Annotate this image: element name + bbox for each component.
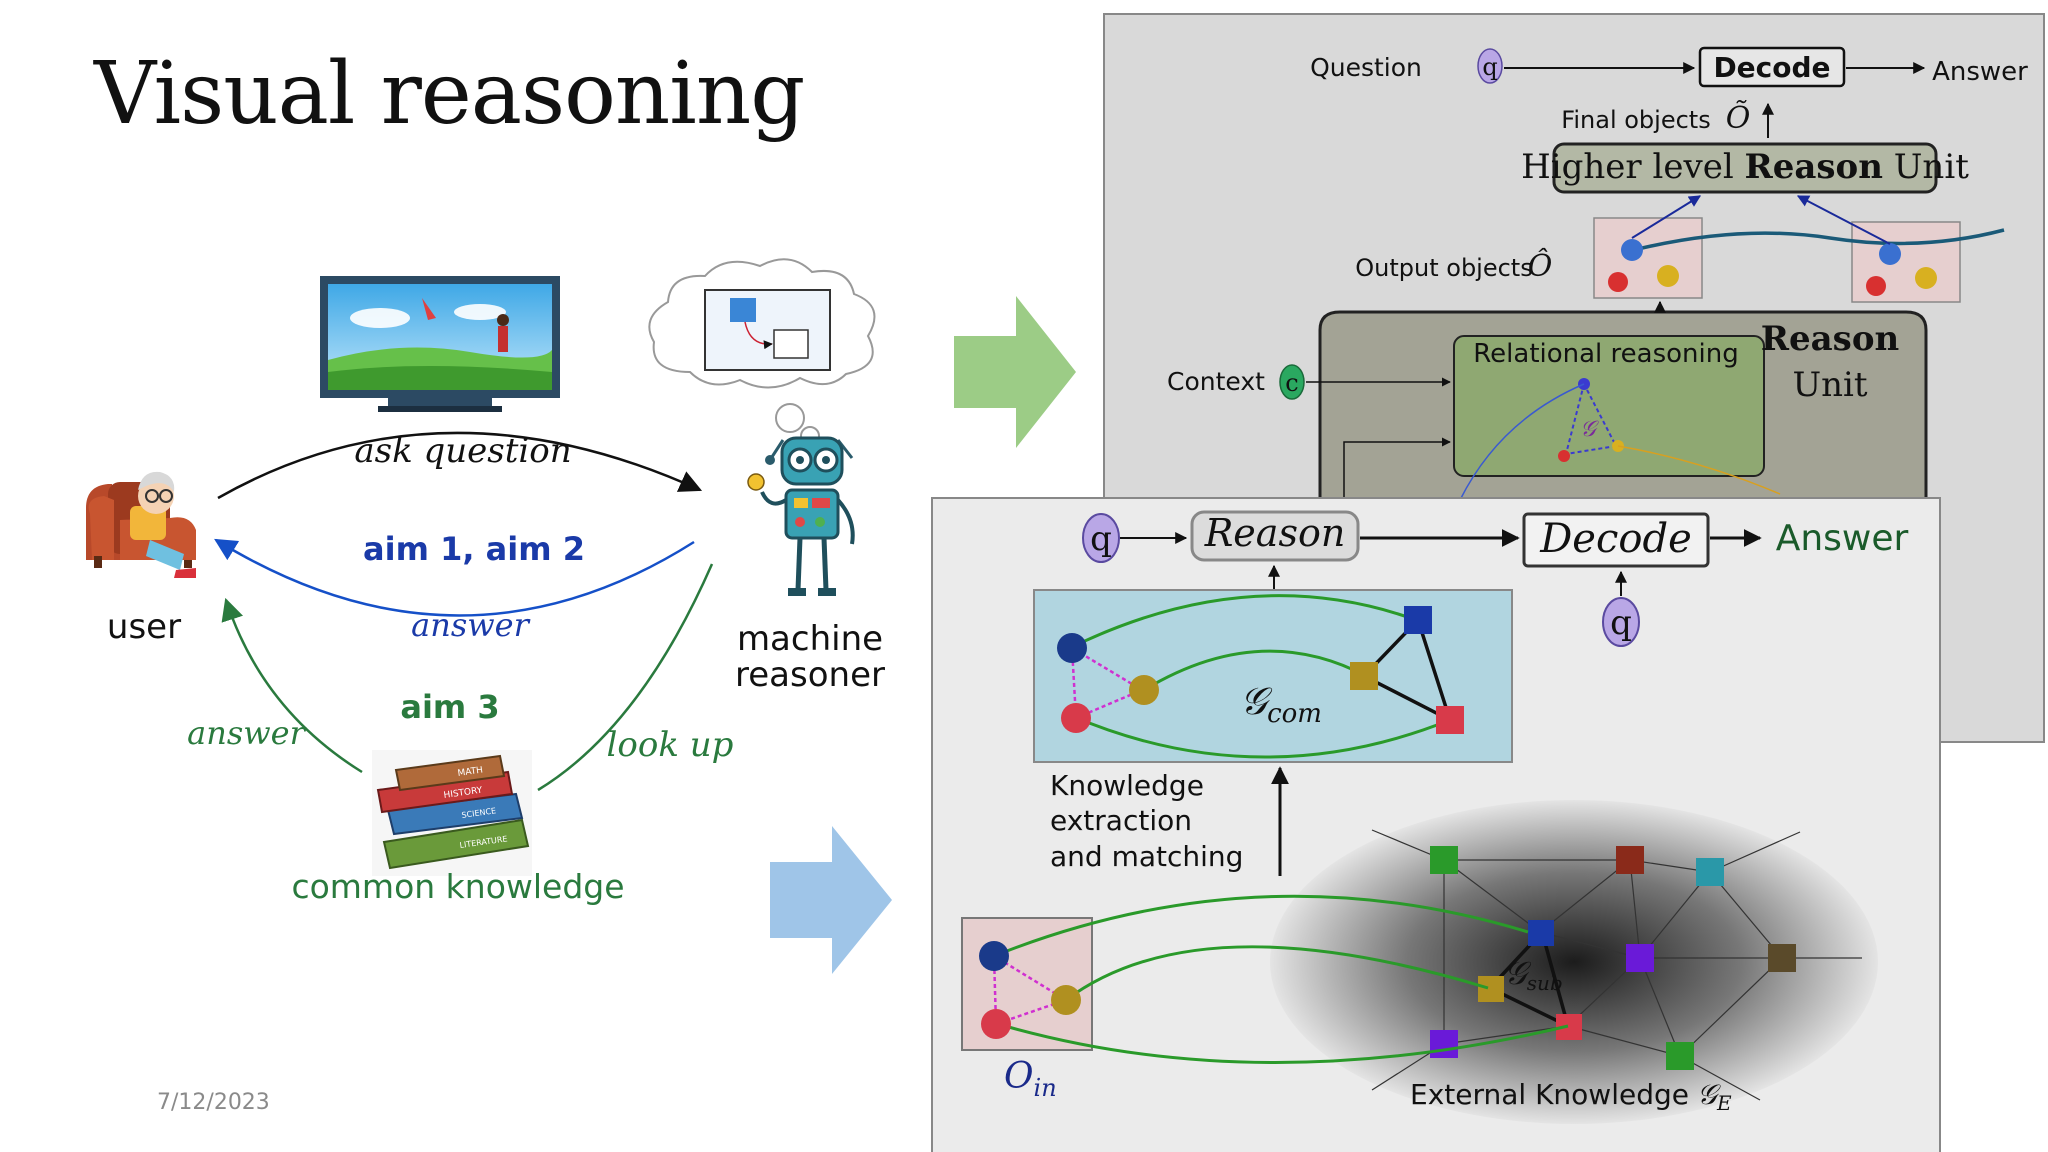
relational-g-symbol: 𝒢 — [1580, 417, 1599, 442]
green-big-arrow — [954, 296, 1076, 448]
gsub-label: 𝒢sub — [1504, 954, 1563, 995]
machine-label-line1: machine — [737, 619, 883, 659]
answer-blue-arrow — [214, 538, 695, 617]
top-q-label: q — [1482, 53, 1497, 81]
aim3-label: aim 3 — [400, 688, 499, 726]
slide-date: 7/12/2023 — [157, 1090, 270, 1115]
output-objects-label: Output objects — [1355, 254, 1532, 282]
knowledge-line1: Knowledge — [1050, 769, 1204, 802]
knowledge-label: common knowledge — [291, 867, 624, 906]
oin-label: Oin — [1004, 1056, 1057, 1102]
final-objects-symbol: Õ — [1726, 100, 1751, 136]
ask-question-label: ask question — [354, 431, 571, 471]
slide-title: Visual reasoning — [94, 44, 805, 144]
thought-cloud — [648, 258, 876, 454]
bottom-q2-label: q — [1610, 603, 1632, 643]
tv-icon — [320, 276, 560, 412]
look-up-label: look up — [607, 725, 734, 765]
blue-big-arrow — [770, 826, 892, 974]
books-icon: MATH HISTORY SCIENCE LITERATURE — [372, 750, 532, 876]
look-up-arrow — [537, 563, 714, 792]
bottom-decode-label: Decode — [1539, 516, 1692, 562]
final-objects-label: Final objects — [1561, 106, 1710, 134]
bottom-answer-label: Answer — [1776, 518, 1909, 559]
ask-question-arrow — [217, 431, 703, 500]
context-label: Context — [1167, 367, 1265, 396]
robot-icon — [747, 436, 855, 596]
answer-green-label: answer — [187, 714, 306, 752]
relational-reasoning-label: Relational reasoning — [1473, 339, 1738, 369]
aim12-label: aim 1, aim 2 — [363, 530, 585, 568]
book-label-math: MATH — [457, 766, 484, 779]
answer-green-arrow — [221, 597, 363, 774]
output-objects-symbol: Ô — [1528, 248, 1553, 284]
reason-unit-label: Unit — [1792, 365, 1867, 405]
context-c-label: c — [1285, 369, 1298, 397]
knowledge-line3: and matching — [1050, 840, 1243, 873]
knowledge-line2: extraction — [1050, 804, 1192, 837]
top-answer-label: Answer — [1932, 57, 2028, 87]
higher-level-reason-unit: Higher level Reason Unit — [1521, 147, 1969, 187]
user-label: user — [107, 607, 181, 647]
question-label: Question — [1310, 53, 1422, 82]
machine-label-line2: reasoner — [735, 655, 885, 695]
user-avatar-icon — [86, 471, 196, 578]
top-decode-label: Decode — [1713, 51, 1830, 84]
reason-unit-bold: Reason — [1761, 319, 1899, 359]
answer-blue-label: answer — [411, 606, 530, 644]
bottom-q1-label: q — [1090, 519, 1112, 559]
bottom-panel: q Reason Decode Answer q 𝒢com Knowledge … — [931, 497, 1941, 1152]
bottom-reason-label: Reason — [1204, 511, 1346, 555]
